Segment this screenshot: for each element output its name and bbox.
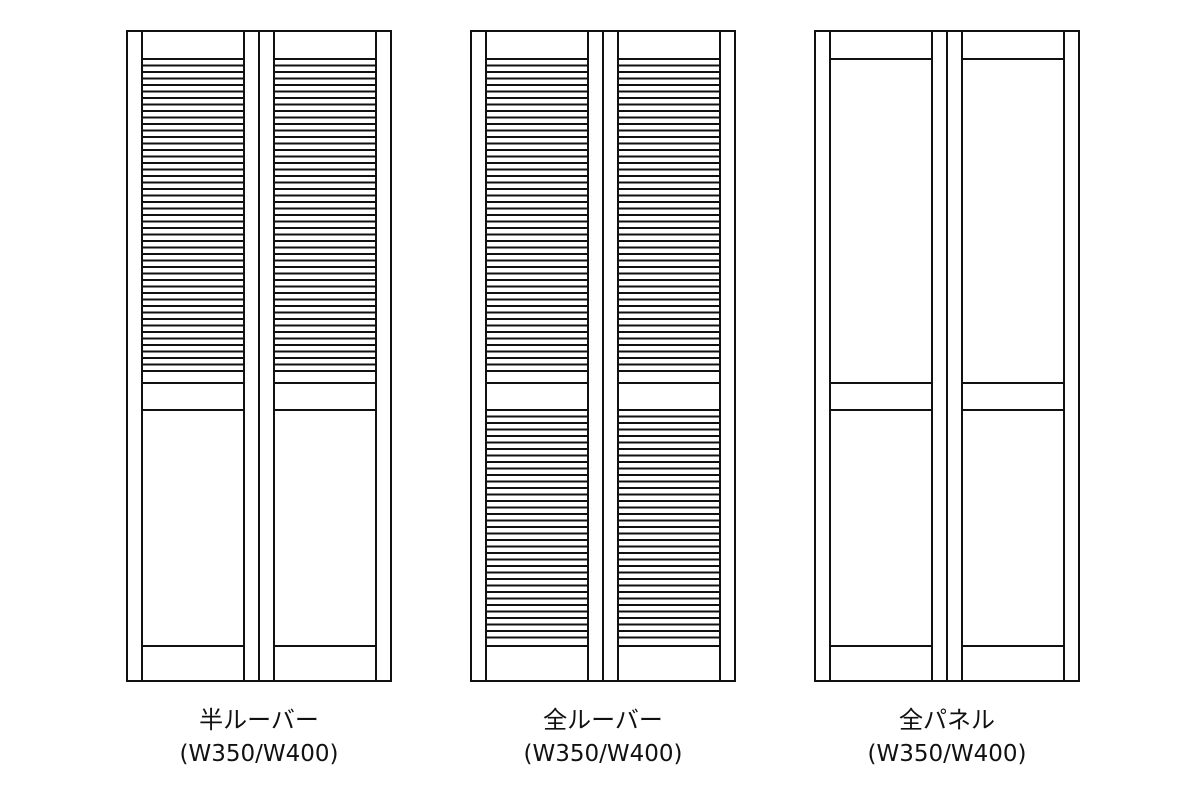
caption-half-louver: 半ルーバー (W350/W400) [109,703,409,771]
door-full-louver [470,30,736,682]
door-size: (W350/W400) [867,741,1027,767]
door-size: (W350/W400) [179,741,339,767]
door-half-louver [126,30,392,682]
door-full-panel [814,30,1080,682]
door-size: (W350/W400) [523,741,683,767]
door-name: 半ルーバー [199,706,319,734]
caption-full-panel: 全パネル (W350/W400) [797,703,1097,771]
door-name: 全パネル [899,706,995,734]
door-name: 全ルーバー [543,706,663,734]
caption-full-louver: 全ルーバー (W350/W400) [453,703,753,771]
